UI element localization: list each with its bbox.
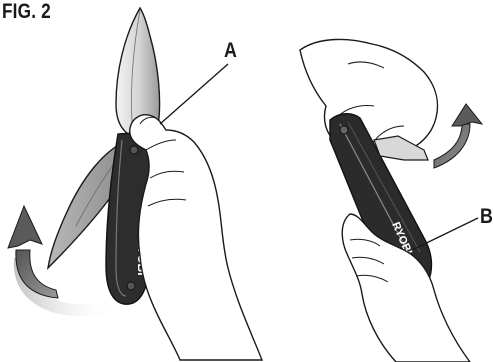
left-view-knife-in-hand: RYOBI	[8, 8, 262, 360]
right-view-tool-in-hands: RYOBI	[300, 39, 482, 362]
rotation-arrow-right	[434, 104, 482, 168]
hand-left	[130, 115, 262, 360]
main-blade	[116, 8, 160, 134]
leader-line-a	[160, 64, 228, 124]
